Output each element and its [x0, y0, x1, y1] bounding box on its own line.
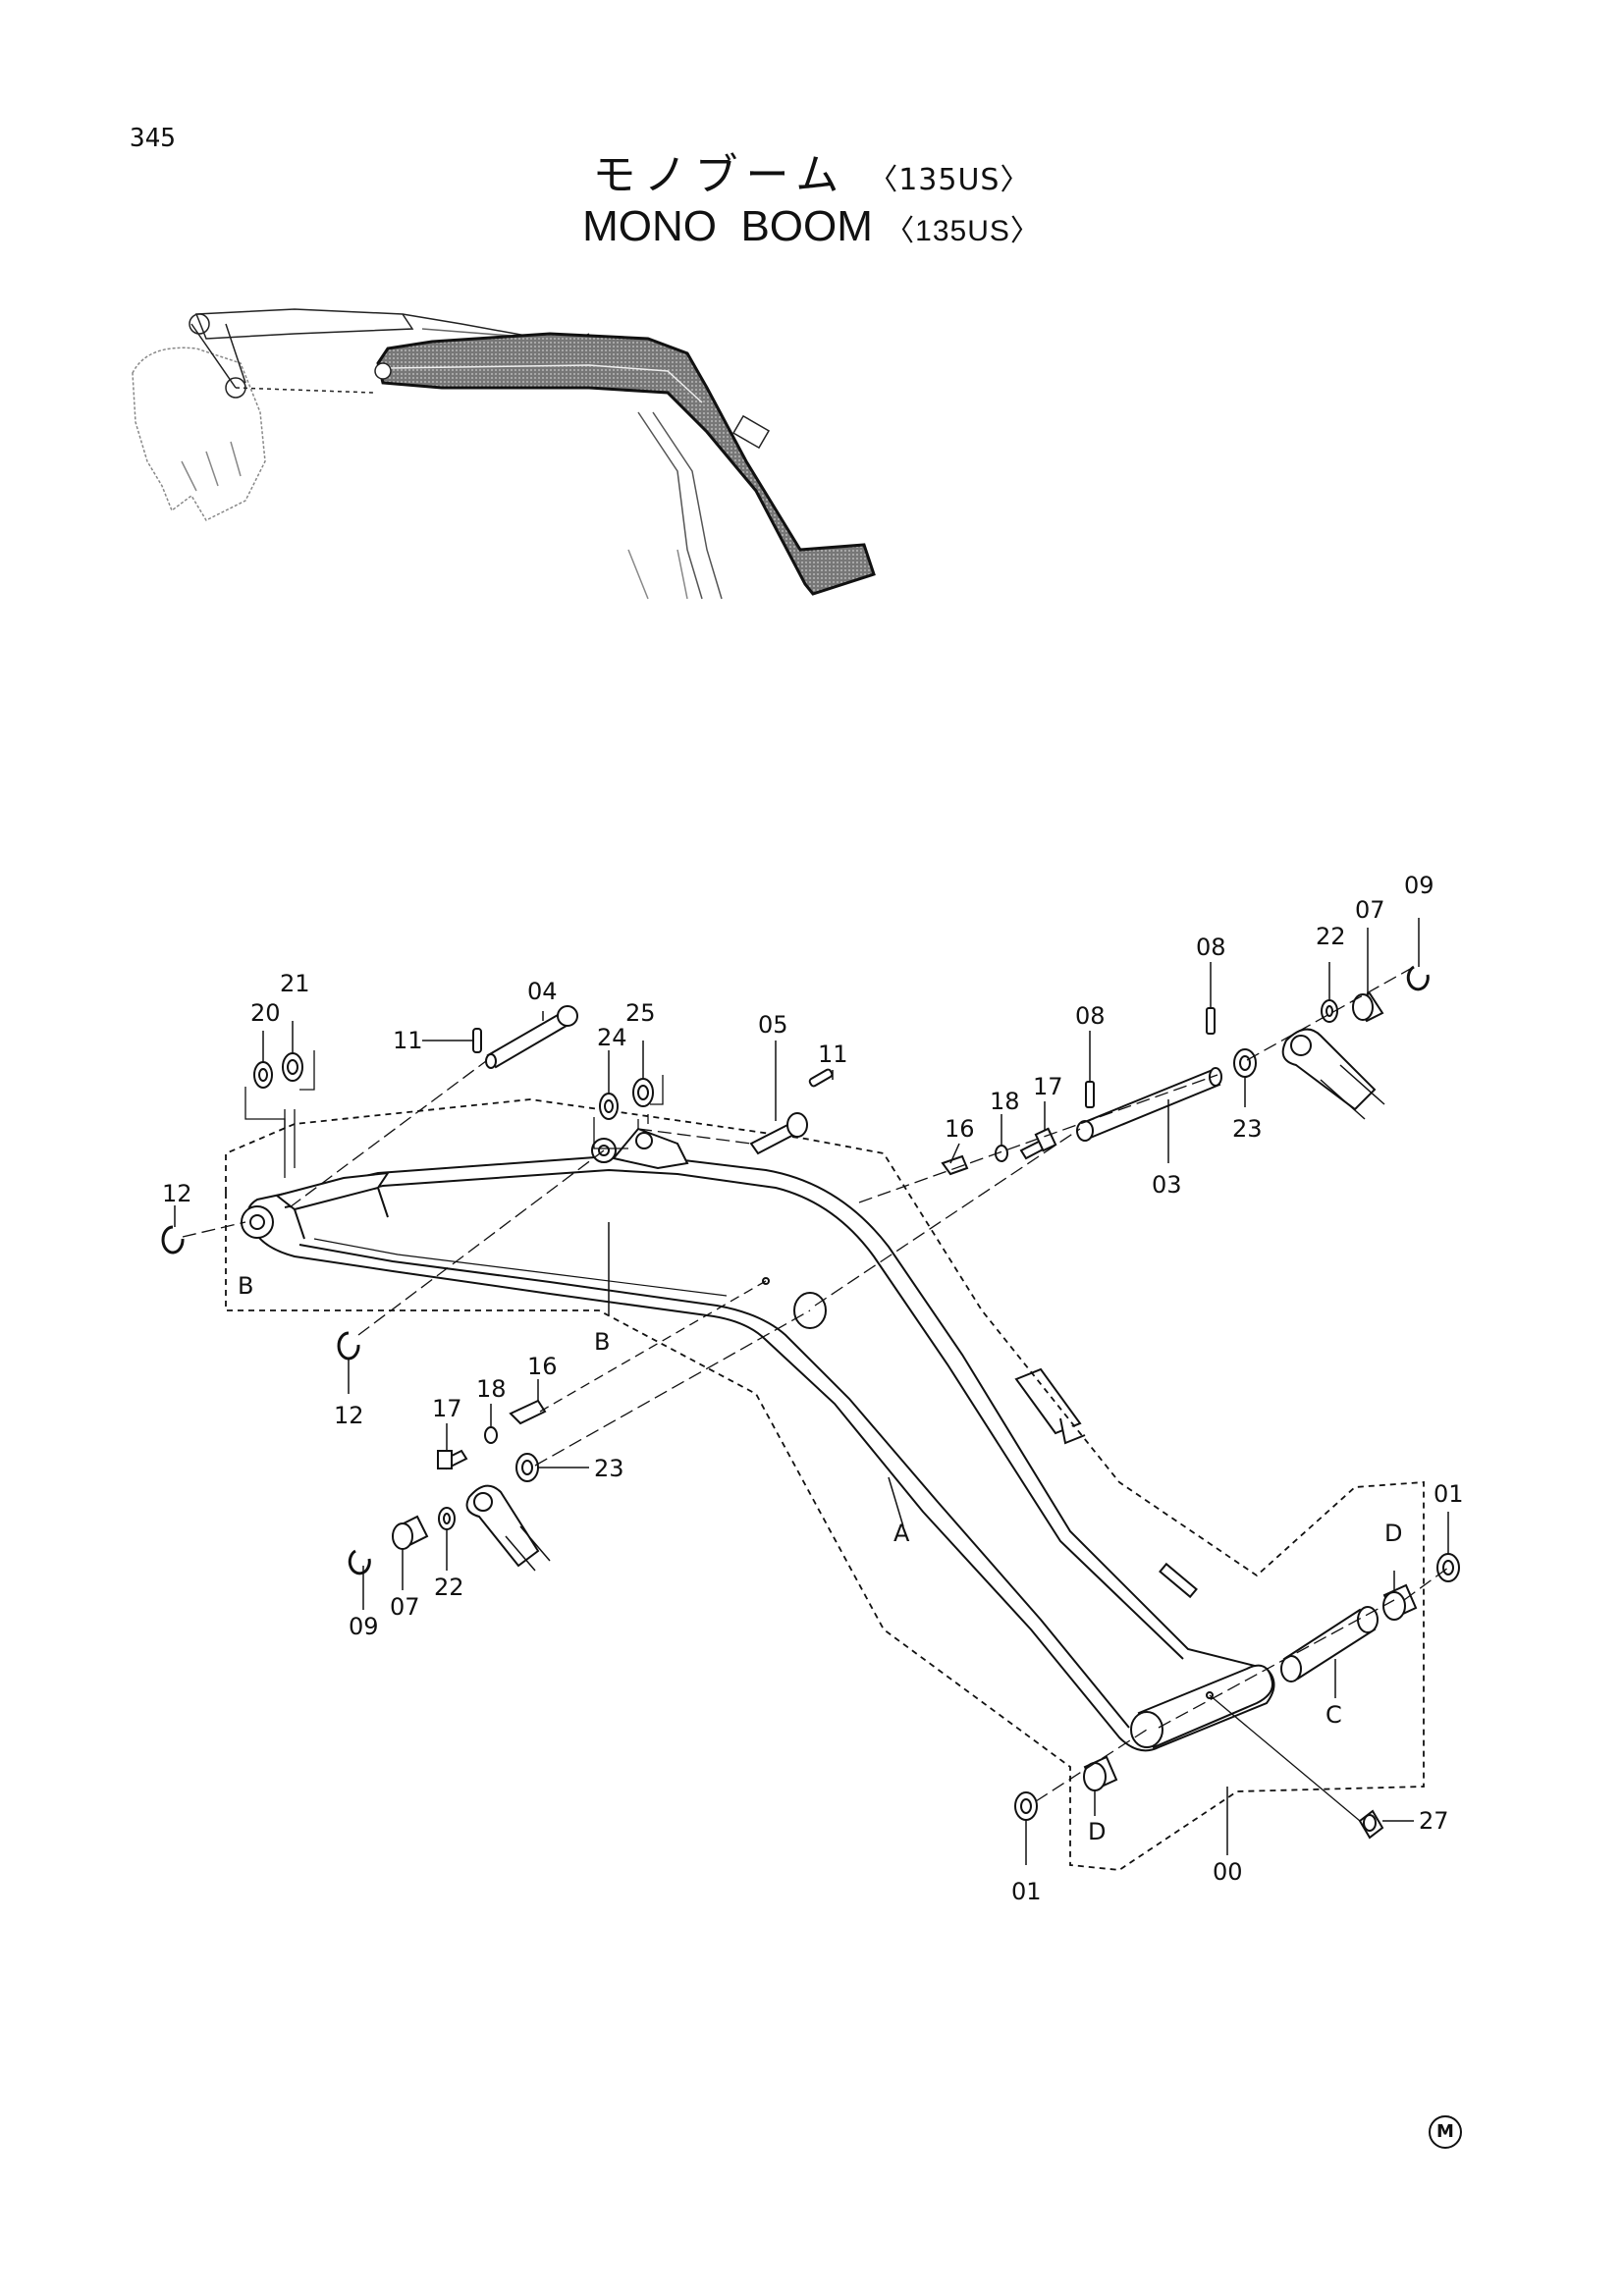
callout-00: 00: [1213, 1858, 1243, 1886]
callout-12-upper: 12: [162, 1180, 192, 1207]
callout-24: 24: [597, 1024, 627, 1051]
callout-12-lower: 12: [334, 1402, 364, 1429]
title-jp-text: モノブーム: [592, 150, 847, 200]
callout-07-lower: 07: [390, 1593, 420, 1621]
title-jp-model: 〈135US〉: [868, 163, 1031, 197]
leader-lines: [174, 918, 1449, 1865]
callout-labels: 12 B 12 20 21 11 04 24 25 05 11 B 16 18 …: [162, 872, 1464, 1905]
title-japanese: モノブーム 〈135US〉: [0, 139, 1623, 202]
callout-01-right: 01: [1434, 1480, 1464, 1508]
callout-07-top: 07: [1355, 896, 1385, 924]
callout-08-right: 08: [1196, 934, 1226, 961]
callout-b-mid: B: [594, 1328, 610, 1356]
callout-16-top: 16: [945, 1115, 975, 1143]
callout-20: 20: [250, 999, 281, 1027]
callout-25: 25: [625, 999, 656, 1027]
title-en-model: 〈135US〉: [885, 215, 1041, 247]
callout-a: A: [893, 1520, 910, 1547]
callout-17-top: 17: [1033, 1073, 1063, 1100]
callout-11-left: 11: [393, 1027, 423, 1054]
callout-d-left: D: [1088, 1818, 1106, 1845]
page-number: 345: [130, 124, 176, 153]
callout-04: 04: [527, 978, 558, 1005]
callout-01-left: 01: [1011, 1878, 1042, 1905]
callout-d-right: D: [1384, 1520, 1402, 1547]
callout-18-lower: 18: [476, 1375, 507, 1403]
callout-11-right: 11: [818, 1041, 848, 1068]
callout-16-lower: 16: [527, 1353, 558, 1380]
callout-18-top: 18: [990, 1088, 1020, 1115]
overview-illustration: [132, 308, 876, 600]
callout-08-left: 08: [1075, 1002, 1106, 1030]
title-en-text: MONO BOOM: [582, 202, 873, 250]
manufacturer-mark: M: [1429, 2115, 1462, 2149]
guide-lines: [182, 966, 1449, 1822]
callout-23-lower: 23: [594, 1455, 624, 1482]
callout-09-top: 09: [1404, 872, 1434, 899]
title-english: MONO BOOM 〈135US〉: [0, 202, 1623, 251]
parts: [161, 965, 1460, 1840]
callout-22-lower: 22: [434, 1574, 464, 1601]
callout-17-lower: 17: [432, 1395, 462, 1422]
callout-05: 05: [758, 1011, 788, 1039]
callout-27: 27: [1419, 1807, 1449, 1835]
callout-09-lower: 09: [349, 1613, 379, 1640]
callout-21: 21: [280, 970, 310, 997]
assembly-outline: [225, 1098, 1425, 1871]
callout-23-top: 23: [1232, 1115, 1263, 1143]
boom-body: [241, 1127, 1275, 1752]
callout-b-left: B: [238, 1272, 253, 1300]
callout-c: C: [1325, 1701, 1342, 1729]
callout-03: 03: [1152, 1171, 1182, 1199]
callout-22-top: 22: [1316, 923, 1346, 950]
